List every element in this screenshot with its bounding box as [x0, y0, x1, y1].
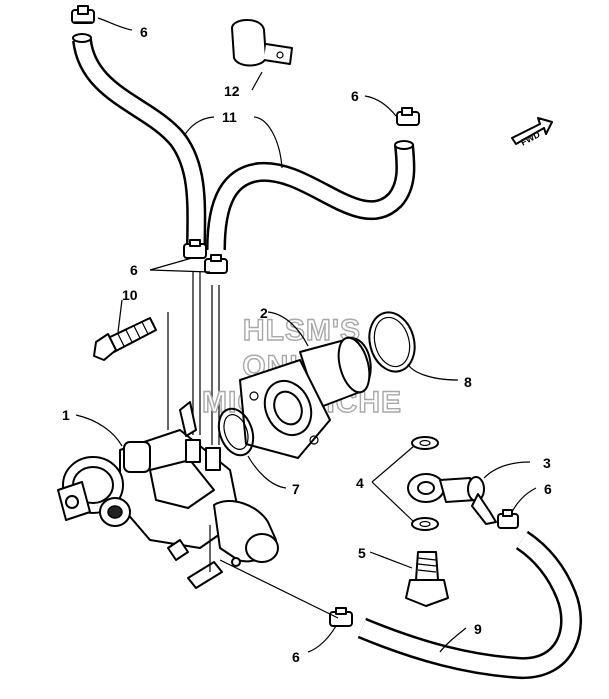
callouts: 6 12 6 11 6 10 2 8 1 3 4 7 6 5 9 6 — [62, 24, 552, 665]
callout-12: 12 — [224, 83, 240, 99]
hose-clamp-right — [396, 107, 420, 126]
intake-elbow-2 — [239, 336, 372, 459]
callout-7: 7 — [292, 481, 300, 497]
callout-11: 11 — [222, 109, 237, 125]
hose-clamp-banjo — [497, 509, 519, 529]
hose-11-left — [72, 33, 207, 251]
callout-6-bottom: 6 — [292, 649, 300, 665]
callout-6-middle: 6 — [130, 262, 138, 278]
callout-8: 8 — [464, 374, 472, 390]
callout-2: 2 — [260, 305, 268, 321]
callout-3: 3 — [543, 455, 551, 471]
hose-clamp-middle-right — [204, 254, 228, 274]
valve-assembly-1 — [57, 401, 279, 589]
leader-lines — [75, 17, 537, 653]
callout-5: 5 — [358, 545, 366, 561]
hose-clamp-middle-left — [183, 239, 207, 259]
feed-tubes — [192, 272, 220, 445]
callout-6-right: 6 — [351, 88, 359, 104]
bracket-12 — [231, 19, 293, 67]
banjo-bolt-5 — [405, 551, 449, 607]
sealing-washer-upper — [411, 436, 439, 450]
o-ring-8 — [368, 311, 416, 373]
hose-9 — [357, 530, 583, 679]
callout-10: 10 — [122, 287, 138, 303]
sealing-washer-lower — [411, 517, 439, 531]
gasket-7 — [217, 407, 255, 457]
callout-9: 9 — [474, 621, 482, 637]
bolt-10 — [93, 312, 169, 430]
callout-6-banjo: 6 — [544, 481, 552, 497]
callout-6-top-left: 6 — [140, 24, 148, 40]
hose-11-right — [206, 140, 416, 251]
hose-clamp-bottom — [329, 607, 353, 627]
hose-clamp-top-left — [71, 5, 95, 24]
banjo-fitting-3 — [407, 473, 497, 525]
forward-direction-arrow: FWD — [511, 117, 553, 148]
callout-4: 4 — [356, 475, 364, 491]
callout-1: 1 — [62, 407, 70, 423]
